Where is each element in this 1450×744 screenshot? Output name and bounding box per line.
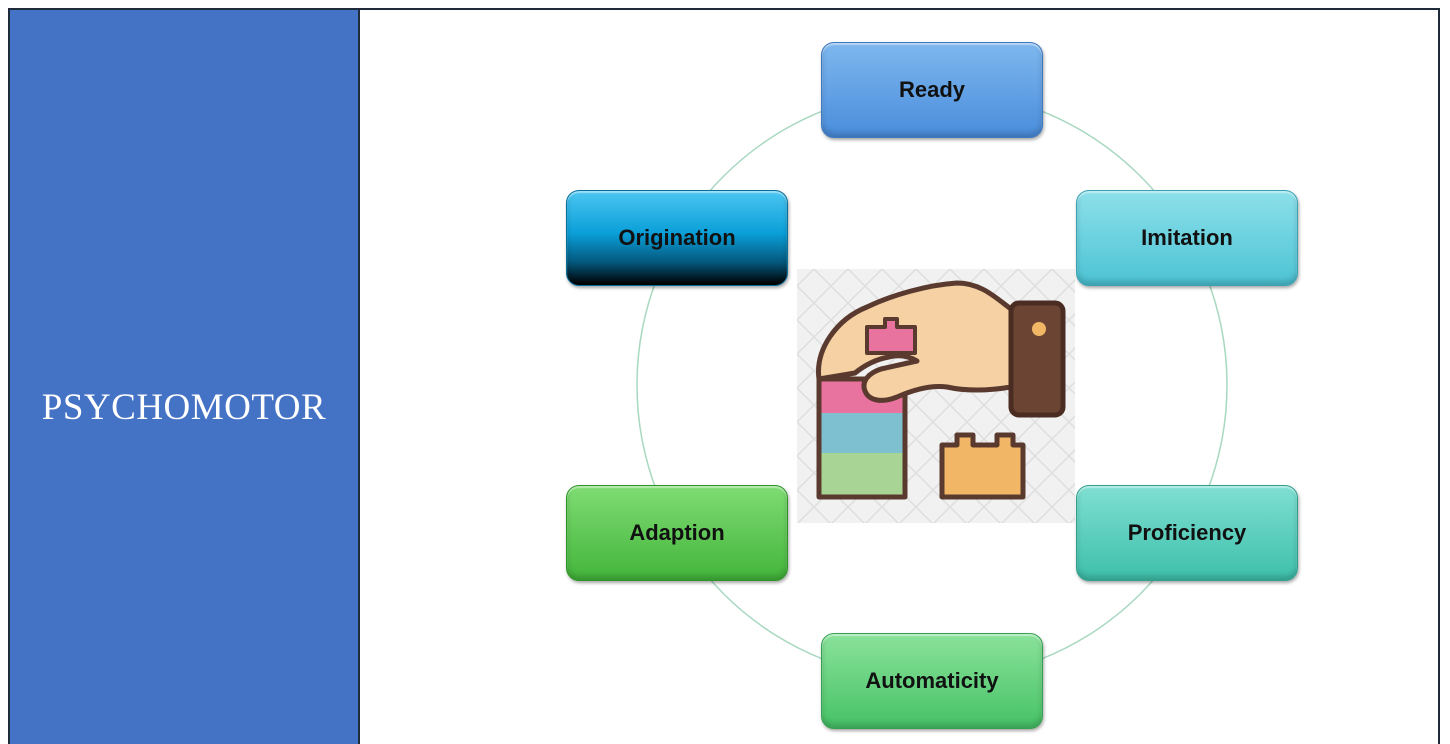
- sidebar-panel: PSYCHOMOTOR: [10, 10, 360, 744]
- sidebar-title: PSYCHOMOTOR: [41, 387, 327, 428]
- stage-adaption: Adaption: [566, 485, 788, 581]
- hand-block-icon: [797, 269, 1075, 523]
- stage-proficiency: Proficiency: [1076, 485, 1298, 581]
- slide-frame: [8, 8, 1440, 744]
- stage-automaticity: Automaticity: [821, 633, 1043, 729]
- stage-origination: Origination: [566, 190, 788, 286]
- stage-ready: Ready: [821, 42, 1043, 138]
- stage-imitation: Imitation: [1076, 190, 1298, 286]
